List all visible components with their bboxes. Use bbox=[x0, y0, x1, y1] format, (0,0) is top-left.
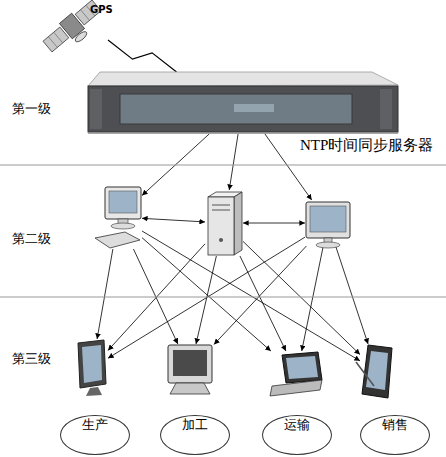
sync-connector bbox=[302, 246, 324, 351]
server-label: NTP时间同步服务器 bbox=[300, 136, 433, 155]
level-label: 第二级 bbox=[12, 230, 51, 248]
server-shadow bbox=[88, 132, 398, 134]
tower-side bbox=[234, 192, 242, 255]
stylus bbox=[356, 362, 374, 386]
sync-connector bbox=[240, 256, 286, 351]
sync-connector bbox=[229, 134, 238, 190]
sync-connector bbox=[214, 246, 306, 344]
sync-connector bbox=[142, 218, 205, 222]
rack-ear bbox=[380, 89, 392, 129]
monitor-frame bbox=[168, 345, 212, 383]
crt-monitor-icon bbox=[168, 345, 212, 394]
level-label: 第一级 bbox=[12, 100, 51, 118]
sync-connector bbox=[243, 223, 305, 224]
satellite-dish bbox=[74, 30, 89, 44]
sync-connector bbox=[108, 237, 305, 358]
level-label: 第三级 bbox=[12, 350, 51, 368]
satellite-label: GPS bbox=[90, 4, 113, 15]
drive-slot bbox=[212, 210, 230, 211]
level-separator bbox=[0, 297, 446, 298]
server-top bbox=[88, 72, 398, 86]
keyboard bbox=[95, 232, 140, 248]
front-panel bbox=[120, 94, 352, 124]
panel-line bbox=[54, 32, 63, 43]
sync-connector bbox=[243, 241, 360, 354]
client-device: 加工 bbox=[166, 344, 214, 396]
level-separator bbox=[0, 165, 446, 166]
sync-connector bbox=[142, 231, 360, 361]
power-button bbox=[219, 238, 223, 242]
desktop-computer bbox=[95, 185, 142, 249]
department-oval: 运输 bbox=[262, 415, 332, 455]
solar-panel bbox=[43, 27, 69, 52]
rack-server-icon bbox=[88, 72, 398, 133]
monitor-base bbox=[86, 387, 102, 396]
server-front bbox=[88, 86, 398, 132]
panel-line bbox=[48, 37, 57, 48]
client-device: 生产 bbox=[76, 339, 108, 397]
desktop-pc-icon bbox=[95, 187, 141, 248]
tower-server bbox=[205, 190, 243, 256]
monitor-screen bbox=[82, 345, 102, 383]
sync-connector bbox=[142, 238, 271, 351]
monitor-base bbox=[170, 383, 210, 394]
sync-connector bbox=[336, 246, 368, 344]
laptop-screen bbox=[286, 356, 318, 379]
client-device: 运输 bbox=[270, 351, 324, 397]
tablet-screen bbox=[366, 351, 388, 390]
tower-server-icon bbox=[208, 192, 242, 255]
monitor-icon bbox=[306, 202, 350, 248]
panel-line bbox=[81, 10, 90, 21]
monitor-frame bbox=[78, 340, 106, 388]
laptop-lid bbox=[282, 352, 322, 383]
department-oval: 销售 bbox=[360, 415, 430, 455]
tower-front bbox=[208, 197, 234, 255]
ntp-server: NTP时间同步服务器 bbox=[88, 72, 398, 134]
monitor-computer bbox=[305, 200, 351, 246]
laptop-icon bbox=[270, 352, 322, 396]
wireless-link bbox=[108, 40, 177, 72]
department-oval: 加工 bbox=[160, 415, 230, 455]
monitor-base bbox=[111, 223, 135, 229]
department-oval: 生产 bbox=[60, 415, 130, 455]
rack-ear bbox=[90, 89, 102, 129]
tablet-body bbox=[362, 345, 392, 398]
gps-satellite: GPS bbox=[48, 2, 108, 50]
sync-connector bbox=[196, 256, 216, 344]
server-display bbox=[234, 104, 274, 112]
monitor-screen bbox=[173, 350, 207, 376]
monitor-frame bbox=[306, 202, 350, 238]
monitor-screen bbox=[109, 191, 137, 213]
client-device: 销售 bbox=[360, 344, 394, 398]
sync-connector bbox=[97, 249, 113, 339]
laptop-base bbox=[270, 380, 322, 396]
tablet-icon bbox=[356, 345, 392, 398]
monitor-screen bbox=[310, 206, 346, 232]
monitor-base bbox=[316, 242, 340, 248]
flat-monitor-icon bbox=[78, 340, 106, 396]
monitor-frame bbox=[105, 187, 141, 219]
drive-slot bbox=[212, 205, 230, 206]
